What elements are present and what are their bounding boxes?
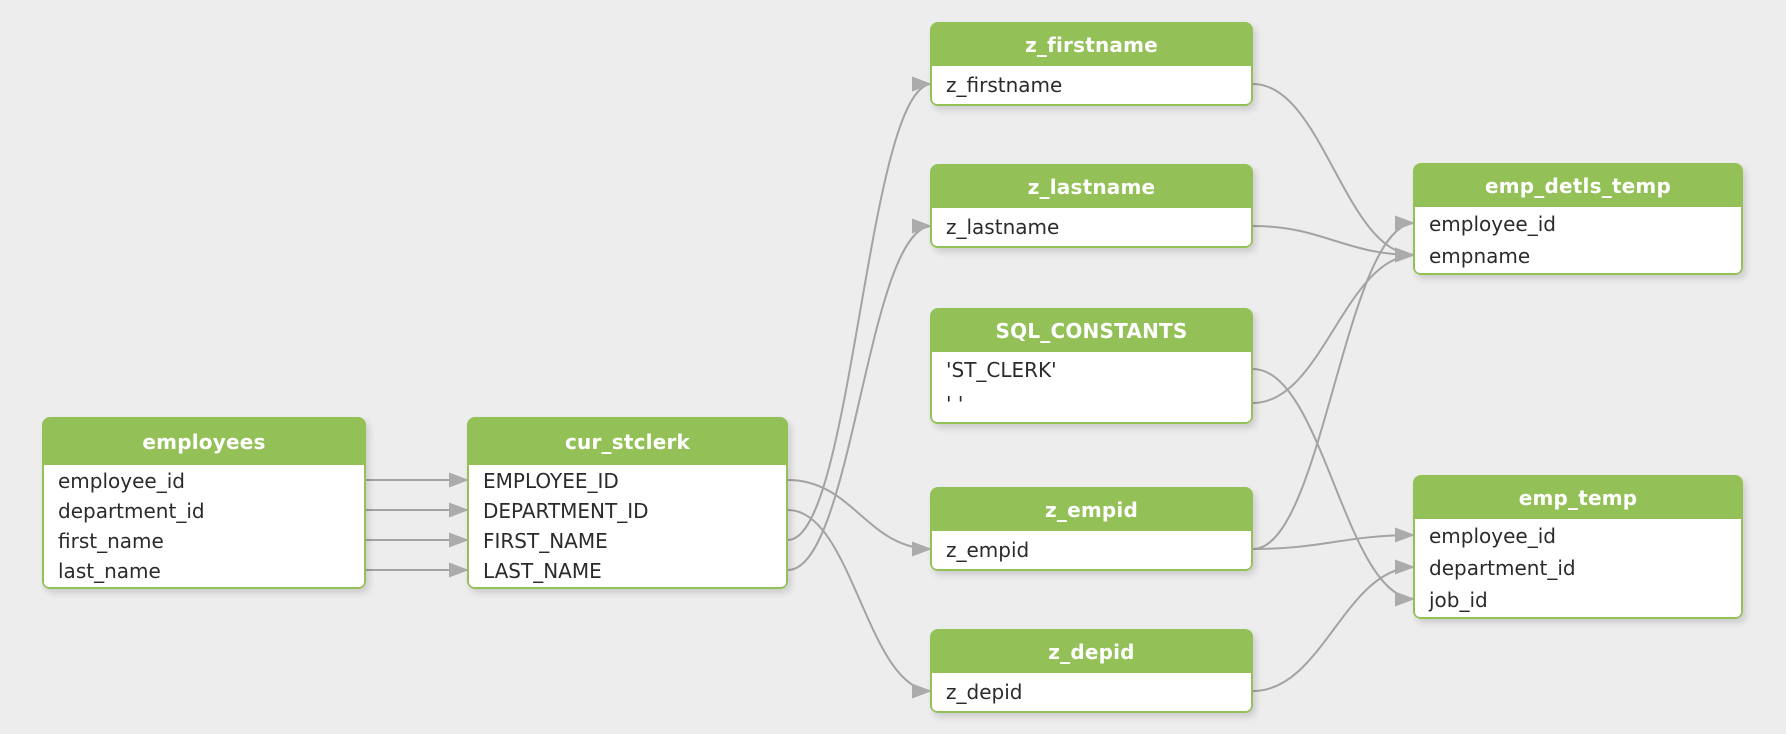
lineage-connector bbox=[1252, 527, 1416, 550]
table-body: z_empid bbox=[932, 531, 1251, 569]
lineage-connector bbox=[1252, 225, 1416, 263]
field-row[interactable]: z_lastname bbox=[946, 215, 1060, 239]
field-row[interactable]: first_name bbox=[58, 529, 164, 553]
lineage-connector bbox=[787, 509, 933, 699]
field-row[interactable]: FIRST_NAME bbox=[483, 529, 608, 553]
lineage-connector bbox=[787, 479, 933, 557]
field-row[interactable]: LAST_NAME bbox=[483, 559, 602, 583]
field-row[interactable]: EMPLOYEE_ID bbox=[483, 469, 619, 493]
table-body: z_depid bbox=[932, 673, 1251, 711]
table-body: z_firstname bbox=[932, 66, 1251, 104]
field-row[interactable]: department_id bbox=[58, 499, 205, 523]
table-body: employee_id department_id job_id bbox=[1415, 519, 1741, 617]
field-row[interactable]: ' ' bbox=[946, 392, 964, 416]
field-row[interactable]: z_depid bbox=[946, 680, 1023, 704]
lineage-connector bbox=[787, 76, 933, 541]
table-z_depid[interactable]: z_depid z_depid bbox=[930, 629, 1253, 713]
field-row[interactable]: empname bbox=[1429, 244, 1531, 268]
field-row[interactable]: z_empid bbox=[946, 538, 1030, 562]
table-title[interactable]: z_lastname bbox=[1027, 175, 1156, 199]
table-sql_constants[interactable]: SQL_CONSTANTS 'ST_CLERK' ' ' bbox=[930, 308, 1253, 424]
table-employees[interactable]: employees employee_id department_id first_n… bbox=[42, 417, 366, 589]
table-z_lastname[interactable]: z_lastname z_lastname bbox=[930, 164, 1253, 248]
field-row[interactable]: last_name bbox=[58, 559, 161, 583]
table-body: EMPLOYEE_ID DEPARTMENT_ID FIRST_NAME LAST_N… bbox=[469, 465, 786, 587]
field-row[interactable]: employee_id bbox=[58, 469, 185, 493]
field-row[interactable]: employee_id bbox=[1429, 524, 1556, 548]
table-title[interactable]: cur_stclerk bbox=[564, 430, 691, 454]
field-row[interactable]: 'ST_CLERK' bbox=[946, 358, 1057, 382]
table-z_firstname[interactable]: z_firstname z_firstname bbox=[930, 22, 1253, 106]
table-z_empid[interactable]: z_empid z_empid bbox=[930, 487, 1253, 571]
table-body: employee_id department_id first_name last_n… bbox=[44, 465, 364, 587]
field-row[interactable]: z_firstname bbox=[946, 73, 1063, 97]
field-row[interactable]: job_id bbox=[1429, 588, 1488, 612]
table-emp_temp[interactable]: emp_temp employee_id department_id job_id bbox=[1413, 475, 1743, 619]
lineage-connector bbox=[1252, 559, 1416, 692]
lineage-connector bbox=[787, 218, 933, 571]
field-row[interactable]: department_id bbox=[1429, 556, 1576, 580]
table-title[interactable]: SQL_CONSTANTS bbox=[995, 319, 1188, 343]
table-title[interactable]: emp_detls_temp bbox=[1484, 174, 1671, 198]
lineage-connector bbox=[1252, 368, 1416, 607]
table-body: z_lastname bbox=[932, 208, 1251, 246]
field-row[interactable]: DEPARTMENT_ID bbox=[483, 499, 649, 523]
lineage-connector bbox=[1252, 83, 1416, 263]
table-title[interactable]: z_firstname bbox=[1025, 33, 1158, 57]
lineage-connector bbox=[1252, 247, 1416, 404]
table-title[interactable]: emp_temp bbox=[1518, 486, 1638, 510]
field-row[interactable]: employee_id bbox=[1429, 212, 1556, 236]
lineage-connector bbox=[1252, 215, 1416, 550]
table-body: 'ST_CLERK' ' ' bbox=[932, 352, 1251, 422]
table-title[interactable]: z_empid bbox=[1045, 498, 1138, 522]
table-title[interactable]: employees bbox=[142, 430, 266, 454]
table-title[interactable]: z_depid bbox=[1048, 640, 1135, 664]
